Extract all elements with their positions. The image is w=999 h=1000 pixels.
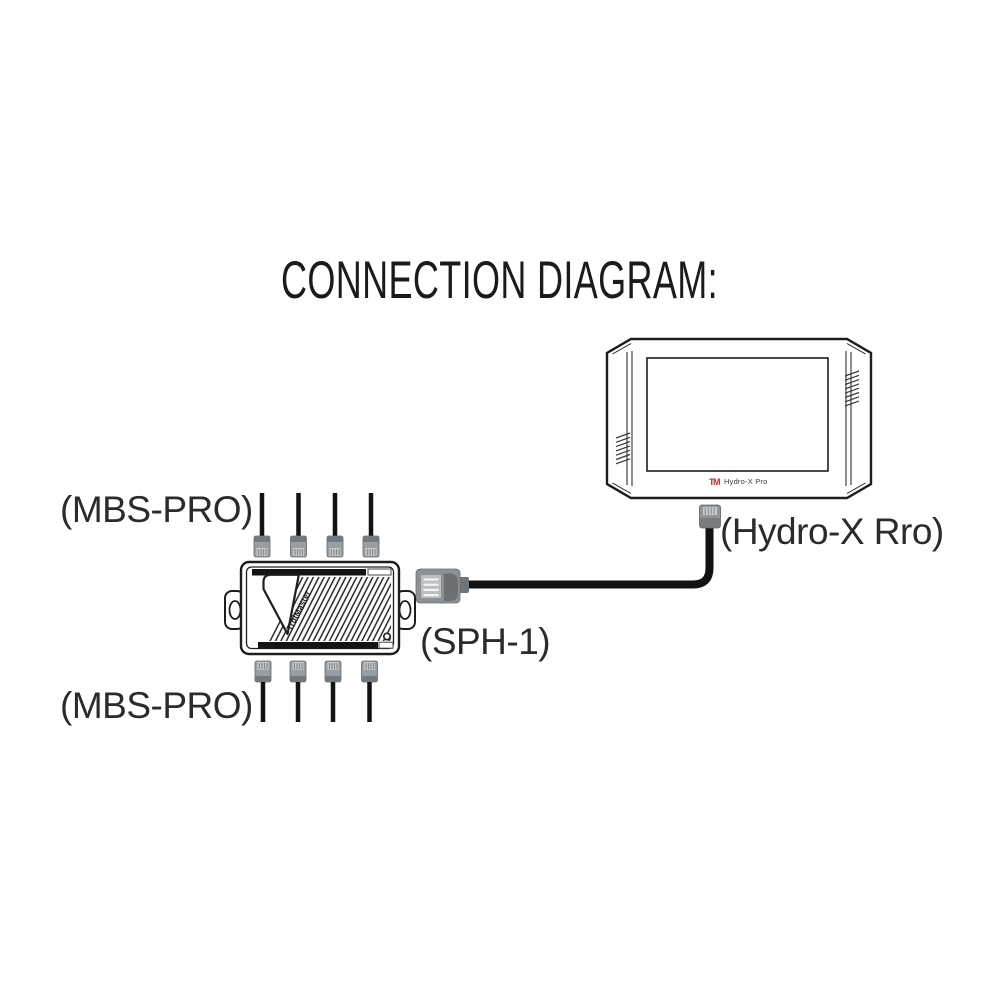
mounting-ear-right: [395, 590, 416, 630]
tablet-screen: [646, 357, 829, 472]
mbs-connector-icon: [326, 493, 344, 558]
mbs-pro-cables-bottom: [254, 660, 378, 722]
tablet-brand-text: Hydro-X Pro: [724, 477, 767, 486]
controller-plug-icon: [699, 504, 721, 529]
mbs-connector-icon: [290, 493, 307, 558]
mbs-connector-icon: [254, 660, 272, 722]
label-hydro-x: (Hydro-X Rro): [720, 511, 944, 552]
sph-plug-icon: [415, 568, 469, 604]
hub-top-port-bar: [252, 569, 366, 576]
label-mbs-pro-top: (MBS-PRO): [60, 489, 253, 530]
mbs-connector-icon: [362, 493, 380, 558]
page-title: CONNECTION DIAGRAM:: [281, 251, 718, 310]
trolmaster-logo-icon: TM: [709, 477, 720, 487]
right-grip-texture-icon: [844, 370, 860, 407]
sph-1-device: TrolMaster: [224, 560, 416, 656]
hub-top-port-slot: [367, 568, 392, 576]
mbs-pro-cables-top: [253, 493, 380, 558]
mbs-connector-icon: [253, 493, 271, 558]
hub-bottom-port-slot: [378, 641, 394, 649]
hub-bottom-port-bar: [258, 642, 378, 649]
label-mbs-pro-bottom: (MBS-PRO): [60, 685, 253, 726]
hub-to-controller-cable: [464, 524, 714, 589]
mbs-connector-icon: [361, 660, 378, 722]
hub-ridge-texture: [266, 577, 391, 641]
label-sph-1: (SPH-1): [420, 621, 551, 662]
left-grip-texture-icon: [615, 432, 631, 465]
mounting-ear-left: [224, 590, 245, 630]
hydro-x-controller-device: TM Hydro-X Pro: [605, 337, 873, 500]
hub-led-indicator: [382, 632, 391, 641]
mbs-connector-icon: [324, 660, 342, 722]
mbs-connector-icon: [289, 660, 307, 722]
hub-zigzag-accent: [262, 573, 301, 636]
